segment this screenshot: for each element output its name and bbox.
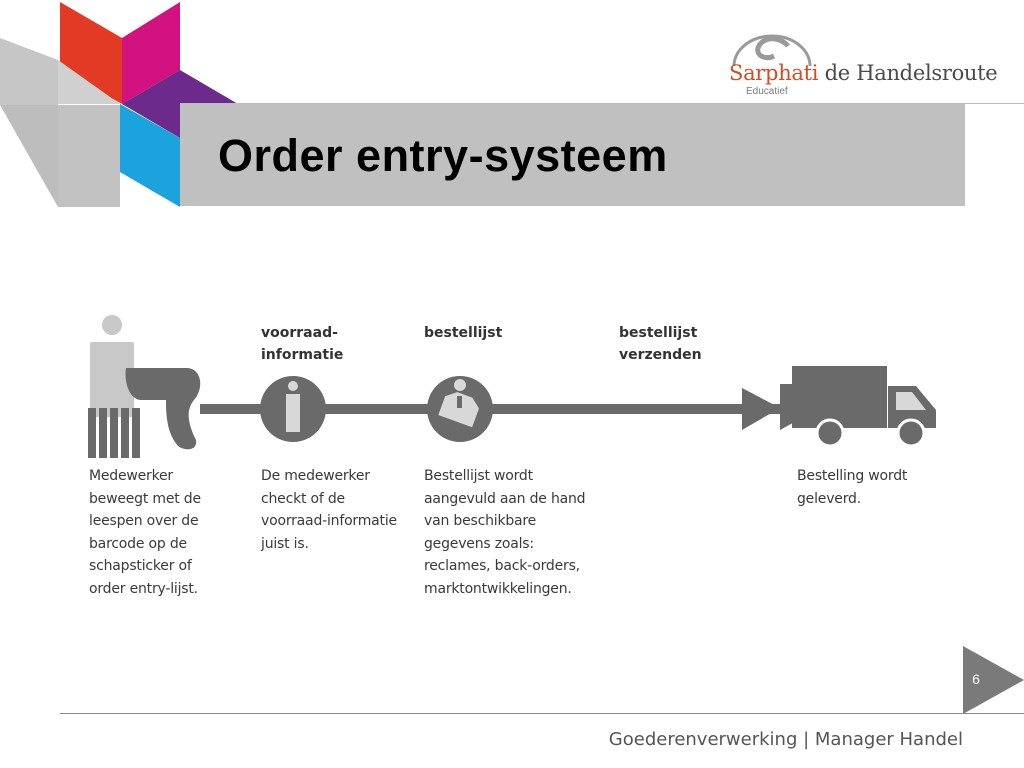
description-voorraad: De medewerker checkt of de voorraad-info…: [261, 468, 397, 552]
person-icon: [90, 315, 134, 417]
step-label-bestellijst: bestellijst: [424, 325, 503, 341]
description-levering: Bestelling wordt geleverd.: [797, 468, 908, 507]
gray-shape-mid: [58, 105, 120, 207]
slide-title: Order entry-systeem: [218, 130, 668, 181]
stock-info-icon: [260, 376, 326, 442]
logo-arc-icon: [732, 34, 812, 67]
step-label-verzenden: bestellijst verzenden: [619, 325, 702, 363]
blue-shape: [120, 104, 180, 207]
flow-arrow-tip: [742, 388, 780, 430]
logo-brand: Sarphati: [729, 61, 819, 85]
logo-subtitle: Educatief: [746, 86, 788, 97]
description-medewerker: Medewerker beweegt met de leespen over d…: [89, 468, 201, 597]
logo-name: de Handelsroute: [818, 61, 998, 85]
logo-wordmark: Sarphati de Handelsroute: [729, 61, 998, 85]
order-list-person-icon: [427, 376, 493, 442]
flow-arrow-line: [200, 404, 830, 414]
barcode-scanner-icon: [125, 368, 201, 450]
process-diagram: [88, 315, 936, 458]
footer-text: Goederenverwerking | Manager Handel: [608, 729, 963, 750]
gray-shape-left: [0, 38, 58, 105]
description-bestellijst: Bestellijst wordt aangevuld aan de hand …: [424, 468, 586, 597]
top-divider: [180, 103, 1024, 104]
gray-shape-top: [58, 60, 120, 104]
delivery-truck-icon: [792, 366, 936, 448]
step-label-voorraad: voorraad- informatie: [261, 325, 344, 363]
page-number: 6: [972, 671, 980, 687]
page-number-tab: [963, 646, 1024, 714]
title-bar: [180, 104, 965, 206]
bottom-divider: [60, 713, 1024, 714]
barcode-icon: [88, 408, 140, 458]
